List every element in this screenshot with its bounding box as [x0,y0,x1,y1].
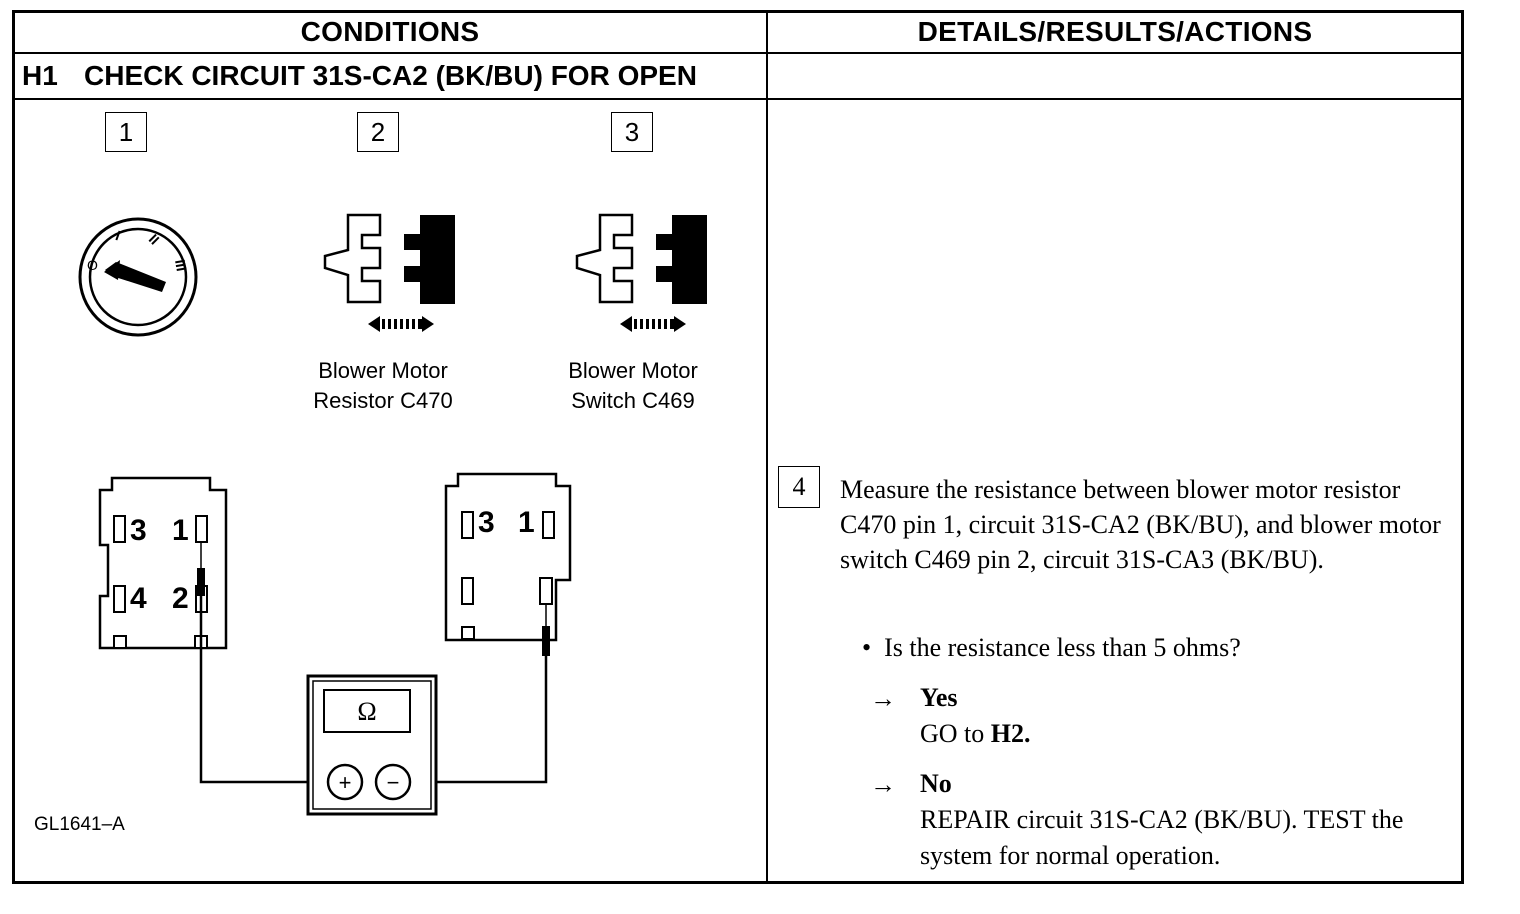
figure-id: GL1641–A [34,814,125,835]
plus-terminal: + [339,770,352,795]
meter-lead-minus [413,656,548,784]
yes-arrow-icon: → [870,684,896,713]
c470-pin-1-label: 1 [172,514,189,547]
connector-c470-face: 3 1 4 2 [98,476,228,650]
c470-pin-4-label: 4 [130,582,147,615]
header-divider [12,52,1464,54]
connector-disconnect-c469-icon [575,213,707,332]
step-4-box: 4 [778,466,820,508]
no-arrow-icon: → [870,770,896,799]
section-divider [12,98,1464,100]
conditions-header: CONDITIONS [300,16,480,47]
c470-pin-2-label: 2 [172,582,189,615]
bullet-dot: • [862,633,885,662]
yes-action-target: H2. [990,719,1031,748]
ignition-pos-0: O [87,257,98,273]
caption-c469-line2: Switch C469 [571,388,695,413]
ignition-pos-1: I [114,227,123,243]
c469-pin-1-label: 1 [518,506,535,539]
ohmmeter-icon: Ω + − [306,674,438,816]
yes-action-prefix: GO to [920,719,991,748]
instruction-text: Measure the resistance between blower mo… [840,475,1441,574]
table-frame [12,10,1464,884]
connector-disconnect-c470-icon [323,213,455,332]
column-divider [766,10,768,884]
ignition-pos-3: III [172,258,190,272]
caption-c469-line1: Blower Motor [568,358,698,383]
minus-terminal: − [387,770,400,795]
c470-pin-3-label: 3 [130,514,147,547]
step-1-box: 1 [105,112,147,152]
caption-resistor-c470: Blower Motor Resistor C470 [288,356,478,416]
ohm-symbol: Ω [357,697,376,726]
step-3-box: 3 [611,112,653,152]
ignition-switch-icon: O I II III [78,217,198,337]
caption-switch-c469: Blower Motor Switch C469 [538,356,728,416]
question: • Is the resistance less than 5 ohms? [862,630,1241,665]
yes-answer: Yes GO to H2. [920,680,1460,752]
no-answer: No REPAIR circuit 31S-CA2 (BK/BU). TEST … [920,766,1460,874]
meter-lead-plus [199,596,327,784]
section-id: H1 [22,60,58,91]
c469-pin-3-label: 3 [478,506,495,539]
caption-c470-line1: Blower Motor [318,358,448,383]
ignition-pos-2: II [146,231,163,248]
no-label: No [920,769,952,798]
question-text: Is the resistance less than 5 ohms? [884,633,1241,662]
section-title: H1 CHECK CIRCUIT 31S-CA2 (BK/BU) FOR OPEN [22,56,697,96]
connector-c469-face: 3 1 [444,472,572,656]
yes-label: Yes [920,683,958,712]
section-title-text: CHECK CIRCUIT 31S-CA2 (BK/BU) FOR OPEN [84,60,697,91]
details-header: DETAILS/RESULTS/ACTIONS [917,16,1313,47]
caption-c470-line2: Resistor C470 [313,388,453,413]
no-action: REPAIR circuit 31S-CA2 (BK/BU). TEST the… [920,805,1404,870]
step-2-box: 2 [357,112,399,152]
